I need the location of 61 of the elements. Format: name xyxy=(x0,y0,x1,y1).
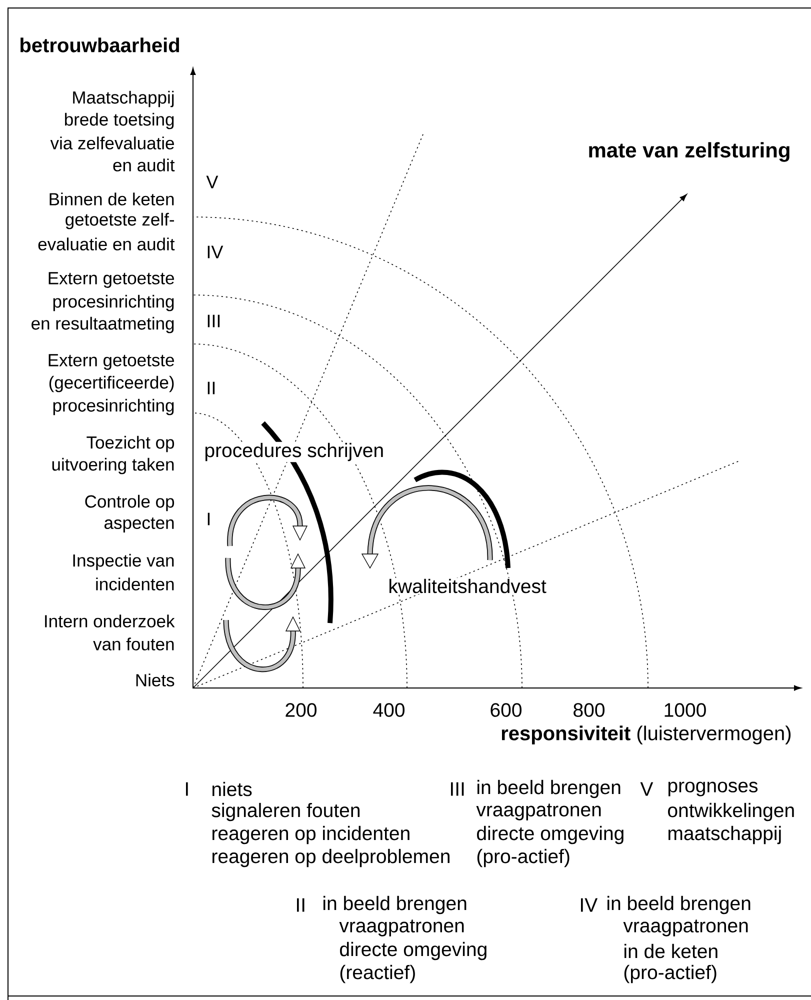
scale-text: Toezicht op xyxy=(86,436,174,452)
legend-text: reageren op incidenten xyxy=(212,826,410,844)
legend-text: vraagpatronen xyxy=(623,920,748,936)
axis-title: betrouwbaarheid xyxy=(20,38,180,52)
legend-text: niets xyxy=(212,782,252,796)
scale-text: en resultaatmeting xyxy=(32,316,174,334)
scale-text: (gecertificeerde) xyxy=(49,376,174,392)
tick-label: 600 xyxy=(490,703,522,717)
legend-text: (pro-actief) xyxy=(477,848,570,868)
scale-text: procesinrichting xyxy=(53,398,174,416)
arrow-label: mate van zelfsturing xyxy=(589,142,790,162)
scale-text: Maatschappij xyxy=(73,90,174,108)
scale-text: evaluatie en audit xyxy=(38,238,175,250)
scale-text: getoetste zelf- xyxy=(66,212,174,230)
scale-text: aspecten xyxy=(104,518,174,532)
legend-text: vraagpatronen xyxy=(339,920,464,936)
legend-numeral: V xyxy=(640,782,654,796)
zone-numeral: IV xyxy=(208,246,224,258)
legend-text: directe omgeving xyxy=(340,942,486,960)
legend-text: (pro-actief) xyxy=(624,964,716,984)
tick-label: 1000 xyxy=(664,703,706,717)
legend-text: maatschappij xyxy=(668,826,781,844)
tick-label: 800 xyxy=(574,703,604,717)
scale-text: uitvoering taken xyxy=(52,458,174,474)
scale-text: Binnen de keten xyxy=(50,192,174,206)
scale-text: via zelfevaluatie xyxy=(50,136,174,150)
zone-numeral: III xyxy=(208,314,220,328)
legend-text: (reactief) xyxy=(340,964,415,984)
scale-text: Extern getoetste xyxy=(48,272,174,288)
scale-text: incidenten xyxy=(96,578,174,590)
scale-text: procesinrichting xyxy=(53,294,174,312)
scale-text: Extern getoetste xyxy=(48,354,174,370)
legend-text: directe omgeving xyxy=(477,826,624,844)
scale-text: Intern onderzoek xyxy=(45,614,175,628)
scale-text: Niets xyxy=(136,674,174,686)
zone-numeral: I xyxy=(208,512,210,526)
scale-text: brede toetsing xyxy=(65,112,174,130)
legend-numeral: I xyxy=(186,782,188,796)
legend-text: prognoses xyxy=(668,782,758,796)
zone-numeral: II xyxy=(208,382,215,394)
legend-text: in de keten xyxy=(624,944,718,958)
tick-label: 200 xyxy=(286,703,316,717)
arc-label: procedures schrijven xyxy=(203,442,386,462)
arc-label: kwaliteitshandvest xyxy=(387,578,548,594)
legend-text: in beeld brengen xyxy=(324,896,466,914)
legend-text: signaleren fouten xyxy=(212,802,360,822)
legend-text: vraagpatronen xyxy=(476,804,601,820)
legend-numeral: II xyxy=(297,898,304,912)
zone-numeral: V xyxy=(206,176,218,188)
axis-title: responsiviteit (luistervermogen) xyxy=(502,726,791,744)
tick-label: 400 xyxy=(373,703,404,717)
legend-numeral: IV xyxy=(581,898,598,912)
legend-text: in beeld brengen xyxy=(608,896,750,914)
legend-numeral: III xyxy=(451,782,464,796)
scale-text: Inspectie van xyxy=(73,554,174,570)
legend-text: in beeld brengen xyxy=(478,780,620,798)
scale-text: Controle op xyxy=(85,494,174,512)
legend-text: reageren op deelproblemen xyxy=(212,848,450,868)
scale-text: van fouten xyxy=(93,638,174,650)
scale-text: en audit xyxy=(113,158,175,172)
legend-text: ontwikkelingen xyxy=(668,802,794,822)
